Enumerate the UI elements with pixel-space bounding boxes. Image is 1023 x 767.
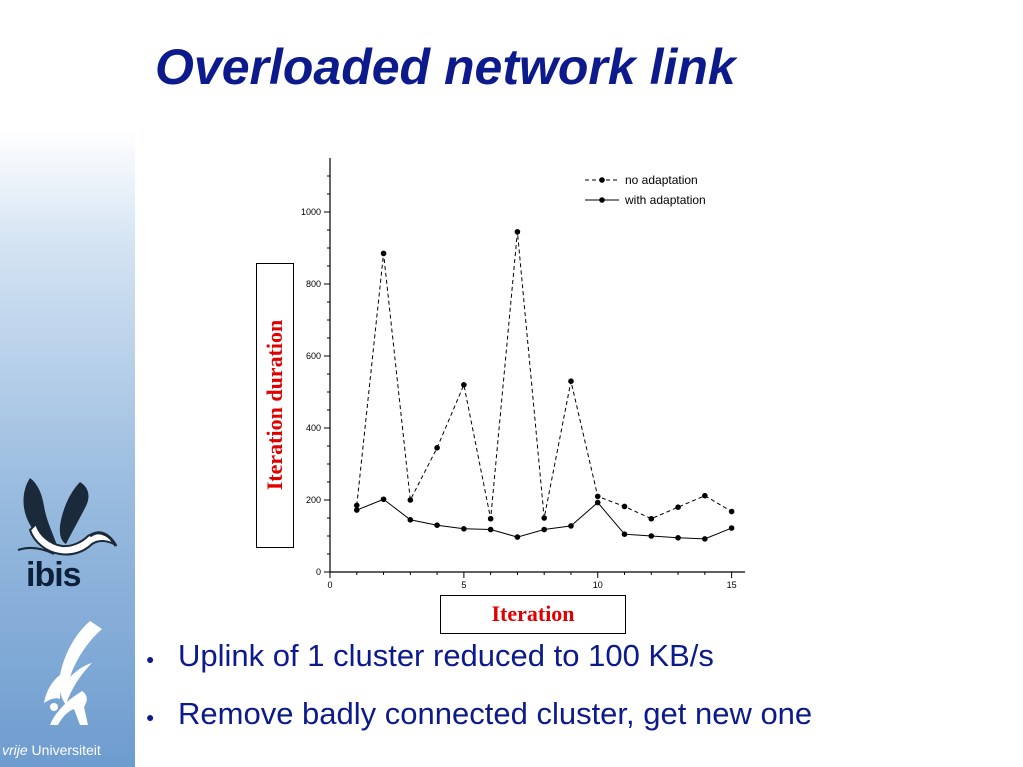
slide-title: Overloaded network link <box>155 39 736 95</box>
data-point <box>621 531 628 537</box>
bullet-icon: ● <box>146 651 155 667</box>
data-point <box>541 526 547 533</box>
data-point <box>461 526 467 532</box>
vu-prefix: vrije <box>2 742 28 758</box>
data-point <box>541 515 547 521</box>
legend-marker <box>599 177 605 183</box>
y-tick-label: 200 <box>306 495 321 505</box>
legend-label: no adaptation <box>625 173 698 187</box>
legend-marker <box>599 197 605 203</box>
bullet-item: ● Remove badly connected cluster, get new… <box>140 696 812 754</box>
data-point <box>434 522 440 528</box>
y-axis-label-box <box>256 263 294 548</box>
data-point <box>702 492 708 499</box>
bullet-list: ● Uplink of 1 cluster reduced to 100 KB/s… <box>140 638 812 754</box>
data-point <box>675 535 681 541</box>
data-point <box>487 526 494 533</box>
y-tick-label: 800 <box>306 279 321 289</box>
y-tick-label: 0 <box>316 567 321 577</box>
data-point <box>407 517 414 523</box>
data-point <box>675 504 681 511</box>
x-tick-label: 10 <box>593 580 603 590</box>
data-point <box>407 497 414 503</box>
data-point <box>353 507 360 513</box>
data-point <box>728 525 735 531</box>
data-point <box>461 382 467 388</box>
vu-logo-text: vrije Universiteit <box>2 742 101 758</box>
x-tick-label: 0 <box>327 580 332 590</box>
y-axis-label: Iteration duration <box>262 319 287 491</box>
ibis-logo-text: ibis <box>26 556 82 594</box>
x-tick-label: 5 <box>461 580 466 590</box>
line-chart: 0 200 400 600 800 1000 0 5 10 15 no adaptation with… <box>301 158 745 590</box>
y-tick-label: 400 <box>306 423 321 433</box>
data-point <box>728 508 735 515</box>
data-point <box>702 536 708 542</box>
data-point <box>514 534 521 540</box>
x-axis-label: Iteration <box>440 595 626 634</box>
data-point <box>568 523 574 529</box>
ibis-bird-icon <box>17 478 118 556</box>
data-point <box>648 533 655 539</box>
data-point <box>594 493 601 500</box>
bullet-text: Uplink of 1 cluster reduced to 100 KB/s <box>178 638 714 673</box>
series-line-no-adaptation <box>356 231 732 520</box>
data-point <box>568 378 574 384</box>
data-point <box>380 250 387 257</box>
bullet-icon: ● <box>146 709 155 725</box>
data-point <box>434 445 440 451</box>
x-tick-label: 15 <box>727 580 737 590</box>
y-tick-label: 1000 <box>301 207 321 217</box>
data-point <box>648 515 655 522</box>
vu-suffix: Universiteit <box>27 742 101 758</box>
data-point <box>353 502 360 509</box>
y-tick-label: 600 <box>306 351 321 361</box>
legend-label: with adaptation <box>624 193 706 207</box>
bullet-item: ● Uplink of 1 cluster reduced to 100 KB/s <box>140 638 812 696</box>
data-point <box>487 515 494 522</box>
data-point <box>380 496 387 503</box>
data-point <box>514 229 521 235</box>
griffin-icon <box>44 621 102 725</box>
data-point <box>621 503 628 510</box>
bullet-text: Remove badly connected cluster, get new … <box>178 696 813 731</box>
data-point <box>594 499 601 506</box>
